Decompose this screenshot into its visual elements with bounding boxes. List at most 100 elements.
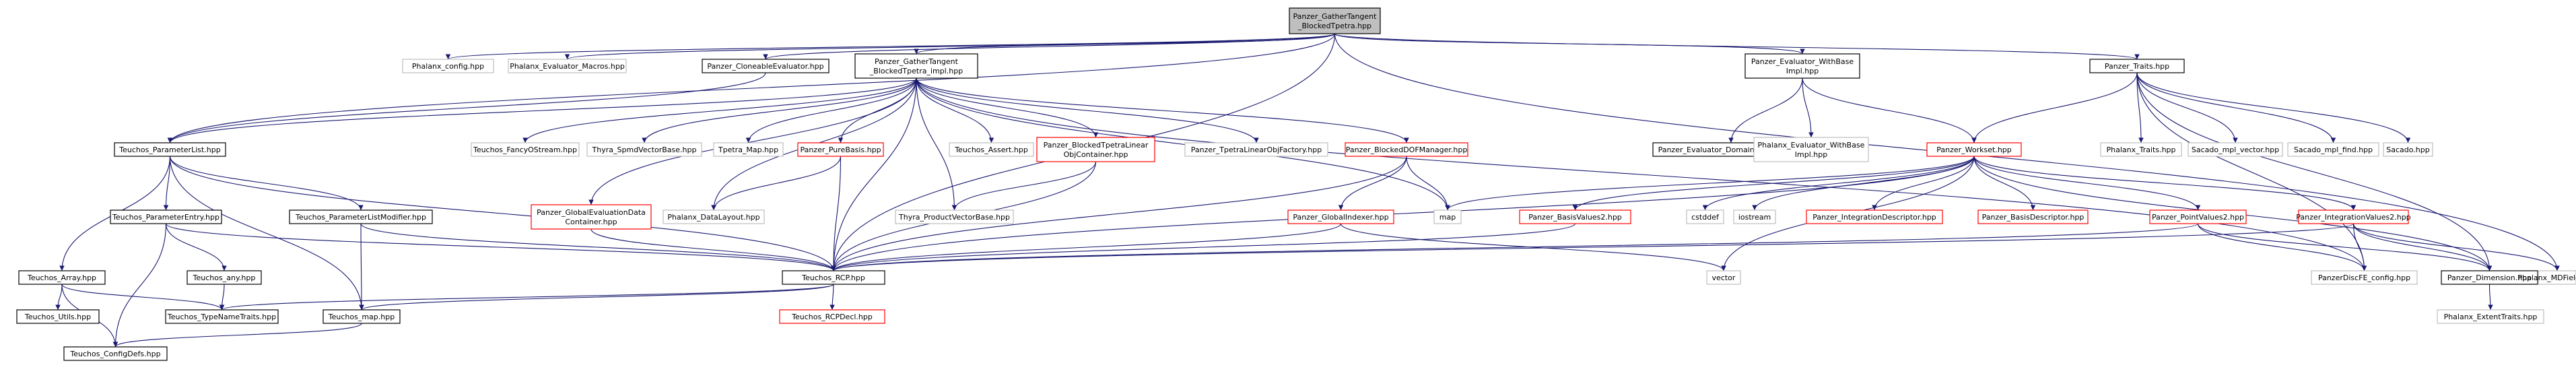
- node-label-teuchos_plmodifier: Teuchos_ParameterListModifier.hpp: [295, 213, 426, 222]
- node-traits[interactable]: Panzer_Traits.hpp: [2089, 59, 2185, 73]
- node-vector[interactable]: vector: [1706, 270, 1741, 285]
- edge-root-to-cloneable: [763, 33, 1336, 60]
- node-box-teuchos_fancy: [471, 142, 580, 157]
- node-global_indexer[interactable]: Panzer_GlobalIndexer.hpp: [1287, 209, 1394, 224]
- node-teuchos_typenametraits[interactable]: Teuchos_TypeNameTraits.hpp: [165, 309, 279, 324]
- edge-eval_withbase-to-phalanx_eval_withbase: [1802, 77, 1814, 138]
- node-teuchos_utils[interactable]: Teuchos_Utils.hpp: [16, 309, 100, 324]
- node-box-teuchos_assert: [949, 142, 1034, 157]
- edge-global_eval_data-to-teuchos_rcp: [590, 228, 836, 271]
- node-gather_impl[interactable]: Panzer_GatherTangent_BlockedTpetra_impl.…: [854, 53, 978, 79]
- edge-teuchos_any-to-teuchos_typenametraits: [219, 284, 225, 311]
- node-blocked_tpetra_loc[interactable]: Panzer_BlockedTpetraLinearObjContainer.h…: [1036, 137, 1155, 162]
- node-label-teuchos_fancy: Teuchos_FancyOStream.hpp: [473, 145, 577, 154]
- node-label-phalanx_eval_macros: Phalanx_Evaluator_Macros.hpp: [510, 62, 625, 71]
- node-thyra_spmd[interactable]: Thyra_SpmdVectorBase.hpp: [586, 142, 702, 157]
- edge-workset-to-teuchos_rcp: [831, 156, 1975, 271]
- node-teuchos_assert[interactable]: Teuchos_Assert.hpp: [949, 142, 1034, 157]
- node-box-teuchos_plmodifier: [289, 209, 433, 224]
- node-label-root: _BlockedTpetra.hpp: [1297, 22, 1371, 30]
- node-box-pointvalues2: [2149, 209, 2247, 224]
- node-teuchos_rcp[interactable]: Teuchos_RCP.hpp: [782, 270, 885, 285]
- node-box-discfe_config: [2311, 270, 2418, 285]
- node-label-blocked_tpetra_loc: Panzer_BlockedTpetraLinear: [1044, 141, 1149, 150]
- node-tpetra_lof[interactable]: Panzer_TpetraLinearObjFactory.hpp: [1184, 142, 1328, 157]
- edge-teuchos_paramlist-to-teuchos_paramentry: [163, 156, 171, 211]
- node-sacado_mpl_find[interactable]: Sacado_mpl_find.hpp: [2287, 142, 2379, 157]
- node-box-vector: [1706, 270, 1741, 285]
- node-box-map: [1433, 209, 1462, 224]
- node-phalanx_config[interactable]: Phalanx_config.hpp: [402, 59, 494, 73]
- edge-pointvalues2-to-dimension: [2197, 223, 2493, 271]
- node-phalanx_datalayout[interactable]: Phalanx_DataLayout.hpp: [663, 209, 765, 224]
- node-box-phalanx_traits: [2100, 142, 2182, 157]
- dependency-edges: [55, 33, 2560, 348]
- node-teuchos_paramlist[interactable]: Teuchos_ParameterList.hpp: [114, 142, 226, 157]
- node-label-purebasis: Panzer_PureBasis.hpp: [800, 145, 881, 154]
- node-label-blocked_tpetra_loc: ObjContainer.hpp: [1064, 150, 1128, 159]
- node-sacado_mpl_vector[interactable]: Sacado_mpl_vector.hpp: [2188, 142, 2283, 157]
- edge-gather_impl-to-purebasis: [838, 77, 917, 143]
- node-root[interactable]: Panzer_GatherTangent_BlockedTpetra.hpp: [1289, 7, 1381, 34]
- node-label-teuchos_utils: Teuchos_Utils.hpp: [24, 313, 91, 321]
- node-integration_desc[interactable]: Panzer_IntegrationDescriptor.hpp: [1806, 209, 1943, 224]
- node-box-global_eval_data: [531, 204, 652, 230]
- node-phalanx_mdfield[interactable]: Phalanx_MDField.hpp: [2518, 270, 2576, 285]
- node-iostream[interactable]: iostream: [1733, 209, 1776, 224]
- edge-teuchos_map-to-teuchos_configdefs: [112, 323, 362, 348]
- node-teuchos_plmodifier[interactable]: Teuchos_ParameterListModifier.hpp: [289, 209, 433, 224]
- node-label-teuchos_rcpdecl: Teuchos_RCPDecl.hpp: [791, 313, 873, 321]
- edge-traits-to-sacado_mpl_vector: [2136, 72, 2238, 143]
- node-teuchos_any[interactable]: Teuchos_any.hpp: [187, 270, 262, 285]
- node-label-teuchos_assert: Teuchos_Assert.hpp: [954, 145, 1028, 154]
- node-sacado[interactable]: Sacado.hpp: [2383, 142, 2433, 157]
- node-workset[interactable]: Panzer_Workset.hpp: [1926, 142, 2022, 157]
- node-box-basis_desc: [1977, 209, 2089, 224]
- edge-gather_impl-to-teuchos_rcp: [831, 77, 917, 271]
- node-box-integration_desc: [1806, 209, 1943, 224]
- node-basisvalues2[interactable]: Panzer_BasisValues2.hpp: [1519, 209, 1631, 224]
- node-box-blocked_tpetra_loc: [1036, 137, 1155, 162]
- node-box-sacado_mpl_vector: [2188, 142, 2283, 157]
- node-teuchos_fancy[interactable]: Teuchos_FancyOStream.hpp: [471, 142, 580, 157]
- node-teuchos_configdefs[interactable]: Teuchos_ConfigDefs.hpp: [63, 346, 168, 361]
- edge-integrationvalues2-to-dimension: [2352, 223, 2493, 271]
- node-teuchos_map[interactable]: Teuchos_map.hpp: [323, 309, 401, 324]
- edge-blocked_tpetra_loc-to-thyra_productvec: [951, 161, 1097, 211]
- edge-purebasis-to-phalanx_datalayout: [711, 156, 842, 211]
- node-pointvalues2[interactable]: Panzer_PointValues2.hpp: [2149, 209, 2247, 224]
- node-label-teuchos_array: Teuchos_Array.hpp: [27, 273, 96, 282]
- node-teuchos_array[interactable]: Teuchos_Array.hpp: [18, 270, 106, 285]
- edge-eval_withbase-to-eval_domain: [1728, 77, 1803, 143]
- edge-teuchos_plmodifier-to-teuchos_map: [359, 223, 364, 311]
- node-basis_desc[interactable]: Panzer_BasisDescriptor.hpp: [1977, 209, 2089, 224]
- node-box-dimension: [2441, 270, 2538, 285]
- node-tpetra_map[interactable]: Tpetra_Map.hpp: [713, 142, 784, 157]
- edge-root-to-traits: [1334, 33, 2140, 60]
- node-box-sacado_mpl_find: [2287, 142, 2379, 157]
- node-phalanx_extenttraits[interactable]: Phalanx_ExtentTraits.hpp: [2437, 309, 2544, 324]
- node-phalanx_traits[interactable]: Phalanx_Traits.hpp: [2100, 142, 2182, 157]
- node-thyra_productvec[interactable]: Thyra_ProductVectorBase.hpp: [895, 209, 1014, 224]
- node-map[interactable]: map: [1433, 209, 1462, 224]
- node-label-teuchos_any: Teuchos_any.hpp: [193, 273, 256, 282]
- node-discfe_config[interactable]: PanzerDiscFE_config.hpp: [2311, 270, 2418, 285]
- node-label-eval_withbase: Impl.hpp: [1786, 67, 1819, 75]
- edge-teuchos_plmodifier-to-teuchos_rcp: [360, 223, 836, 271]
- node-phalanx_eval_macros[interactable]: Phalanx_Evaluator_Macros.hpp: [508, 59, 627, 73]
- node-cstddef[interactable]: cstddef: [1686, 209, 1724, 224]
- node-box-thyra_spmd: [586, 142, 702, 157]
- node-teuchos_rcpdecl[interactable]: Teuchos_RCPDecl.hpp: [779, 309, 885, 324]
- node-box-phalanx_eval_macros: [508, 59, 627, 73]
- node-cloneable[interactable]: Panzer_CloneableEvaluator.hpp: [702, 59, 829, 73]
- node-integrationvalues2[interactable]: Panzer_IntegrationValues2.hpp: [2296, 209, 2411, 224]
- node-teuchos_paramentry[interactable]: Teuchos_ParameterEntry.hpp: [110, 209, 222, 224]
- node-box-cloneable: [702, 59, 829, 73]
- node-box-teuchos_paramentry: [110, 209, 222, 224]
- node-dimension[interactable]: Panzer_Dimension.hpp: [2441, 270, 2538, 285]
- node-blocked_dof[interactable]: Panzer_BlockedDOFManager.hpp: [1345, 142, 1468, 157]
- node-purebasis[interactable]: Panzer_PureBasis.hpp: [797, 142, 884, 157]
